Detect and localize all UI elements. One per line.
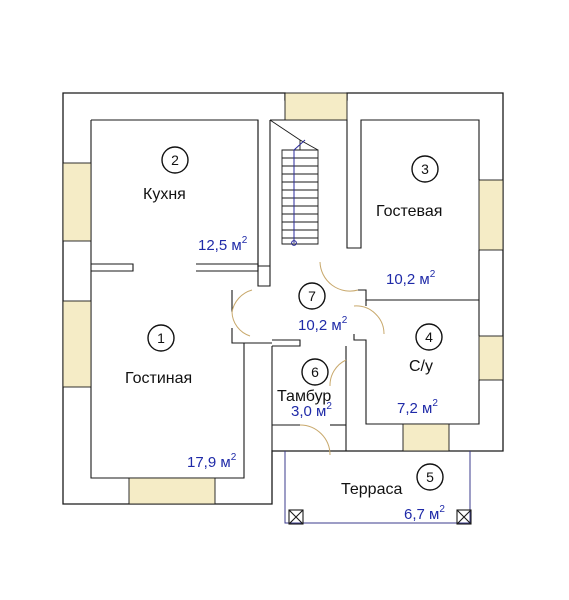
door-tambour [329,359,347,387]
doors [231,261,385,456]
door-bath [353,305,385,335]
room-bathroom: 4 С/у 7,2 м2 [397,323,443,417]
room-number-7: 7 [308,288,316,304]
room-name-kitchen: Кухня [143,186,186,203]
door-hall-left-2 [231,311,251,337]
door-hall-left [231,289,253,313]
room-tambour: 6 Тамбур 3,0 м2 [277,358,332,420]
room-name-guest: Гостевая [376,203,442,220]
room-area-bathroom: 7,2 м2 [397,398,438,417]
room-terrace: 5 Терраса 6,7 м2 [341,463,445,523]
door-entrance [299,424,331,456]
staircase [269,119,319,246]
room-number-5: 5 [426,469,434,485]
door-guest [319,261,359,292]
exterior-walls [62,92,504,505]
terrace-post-left [288,509,304,525]
room-number-1: 1 [157,330,165,346]
room-living: 1 Гостиная 17,9 м2 [125,324,237,471]
room-area-tambour: 3,0 м2 [291,401,332,420]
window-bath-bottom [402,423,450,452]
room-kitchen: 2 Кухня 12,5 м2 [143,146,248,254]
room-name-living: Гостиная [125,370,192,387]
room-area-hall: 10,2 м2 [298,315,348,334]
room-name-tambour: Тамбур [277,388,331,405]
room-name-bathroom: С/у [409,358,433,375]
windows [62,92,504,505]
window-living-bottom [128,477,216,505]
room-hall: 7 10,2 м2 [298,282,348,334]
terrace [284,451,472,525]
window-stair-top [284,92,348,121]
room-guest: 3 Гостевая 10,2 м2 [376,155,442,288]
room-name-terrace: Терраса [341,481,402,498]
room-number-6: 6 [311,364,319,380]
window-bath-right [478,335,504,381]
room-number-2: 2 [171,152,179,168]
room-area-living: 17,9 м2 [187,452,237,471]
room-number-4: 4 [425,329,433,345]
room-number-3: 3 [421,161,429,177]
room-area-guest: 10,2 м2 [386,269,436,288]
window-kitchen-left [62,162,92,242]
room-area-terrace: 6,7 м2 [404,504,445,523]
window-guest-right [478,179,504,251]
room-area-kitchen: 12,5 м2 [198,235,248,254]
window-living-left [62,300,92,388]
terrace-post-right [456,509,472,525]
